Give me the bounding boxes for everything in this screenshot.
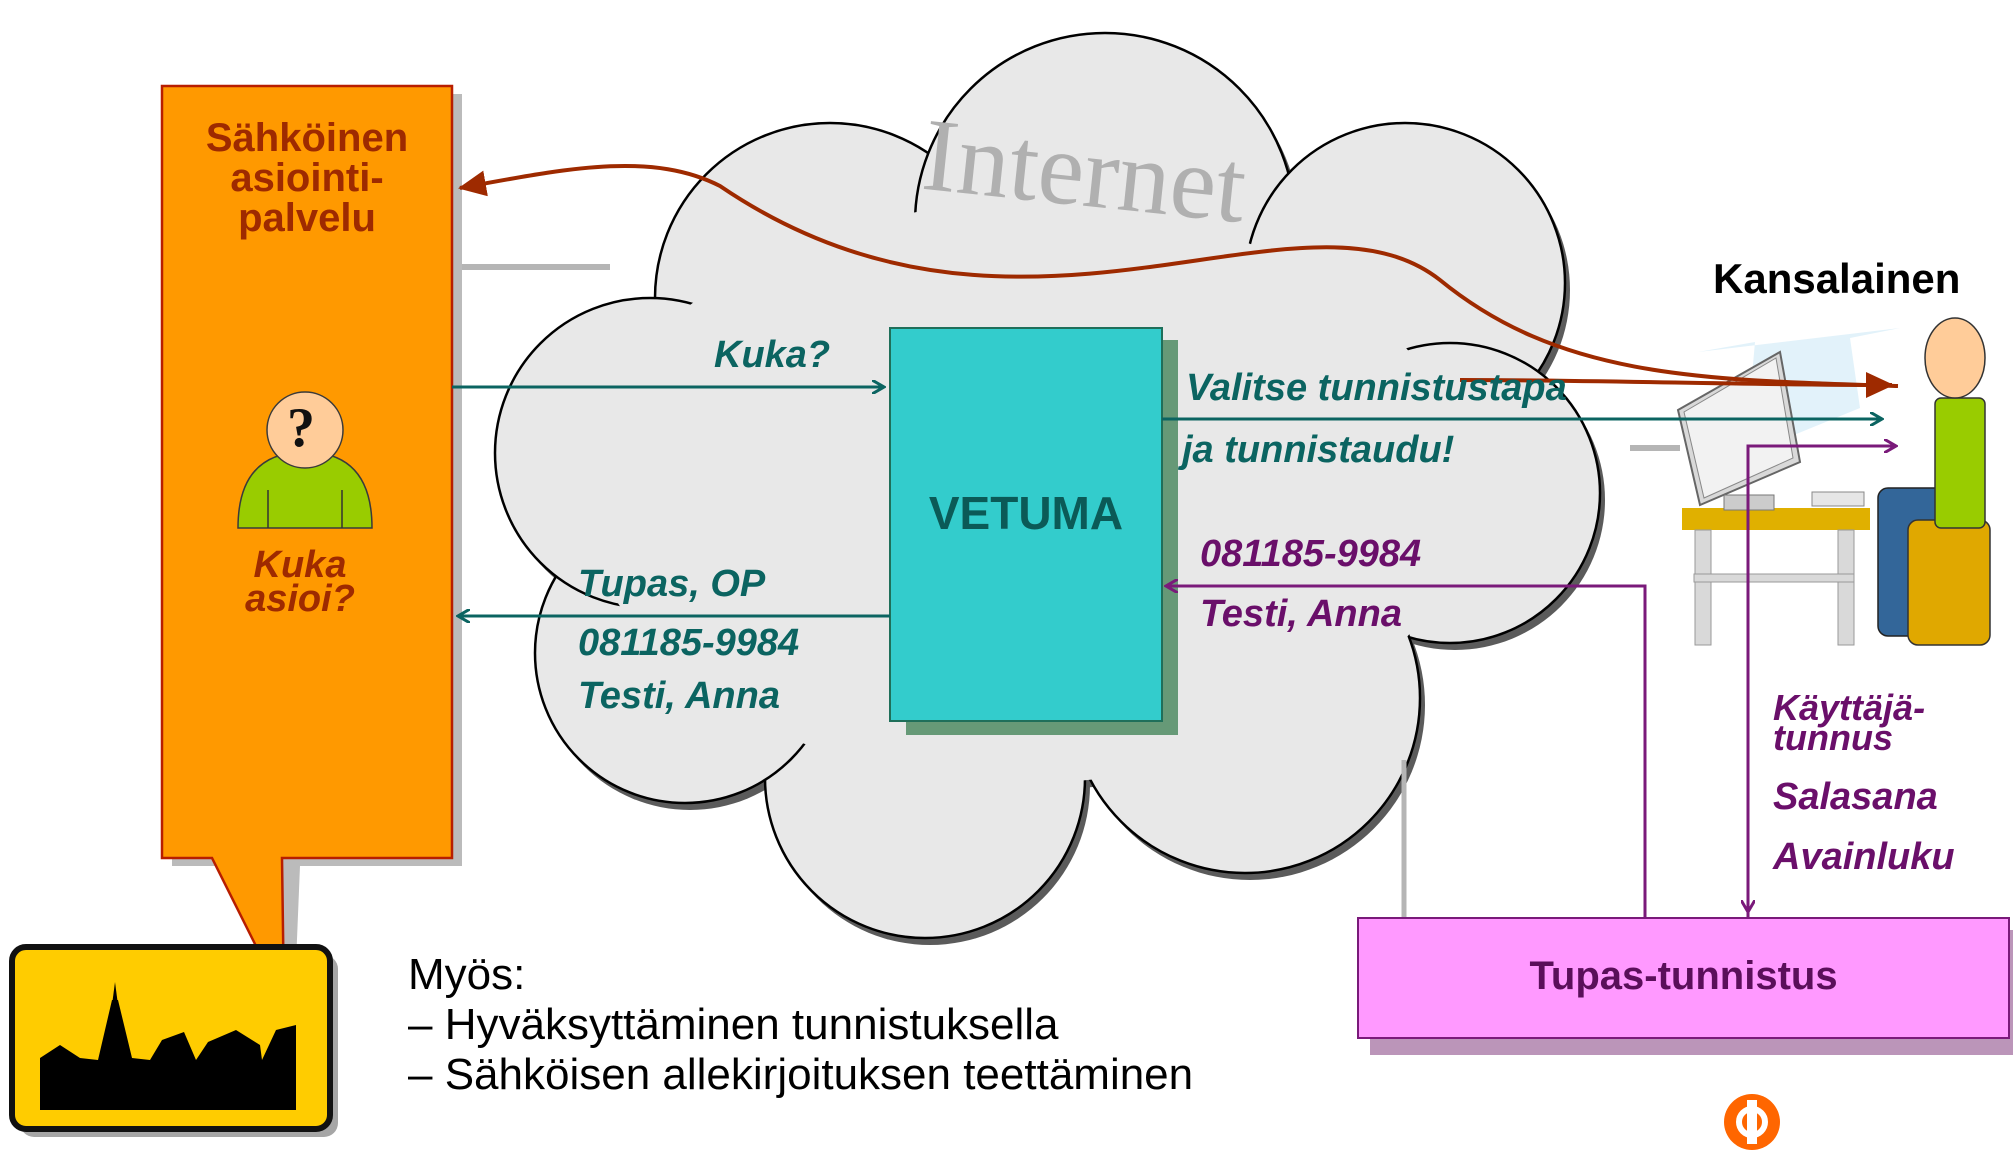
tupas-label: Tupas-tunnistus bbox=[1529, 954, 1838, 998]
msg-cred-line1b: tunnus bbox=[1773, 717, 1893, 758]
msg-cred-line1a: Käyttäjä- bbox=[1773, 687, 1926, 728]
msg-return-line2: 081185-9984 bbox=[578, 622, 800, 664]
msg-cred-line2: Salasana bbox=[1773, 776, 1938, 818]
msg-cred-line3: Avainluku bbox=[1773, 836, 1955, 878]
service-title: Sähköinen asiointi- palvelu bbox=[162, 118, 452, 238]
who-question: Kuka asioi? bbox=[200, 544, 400, 620]
citizen-person-icon bbox=[1877, 317, 1991, 646]
question-mark: ? bbox=[287, 397, 315, 459]
msg-return-line3: Testi, Anna bbox=[578, 675, 780, 717]
notes-heading: Myös: bbox=[408, 950, 526, 999]
msg-valitse-line2: ja tunnistaudu! bbox=[1182, 429, 1455, 471]
who-question-line2: asioi? bbox=[245, 578, 355, 620]
msg-return-line1: Tupas, OP bbox=[578, 563, 766, 605]
unknown-person-icon bbox=[237, 391, 373, 529]
notes: Myös: – Hyväksyttäminen tunnistuksella –… bbox=[408, 950, 1193, 1100]
notes-item-1: – Hyväksyttäminen tunnistuksella bbox=[408, 1000, 1059, 1049]
msg-tupas-ret-line2: Testi, Anna bbox=[1200, 593, 1402, 635]
computer-desk-icon bbox=[1676, 328, 1900, 646]
tupas-box bbox=[1357, 917, 2010, 1039]
service-title-line3: palvelu bbox=[238, 196, 376, 240]
vetuma-box bbox=[889, 327, 1163, 722]
who-question-line1: Kuka bbox=[253, 544, 347, 586]
msg-tupas-ret-line1: 081185-9984 bbox=[1200, 533, 1422, 575]
op-bank-logo bbox=[1724, 1094, 1780, 1150]
citizen-label: Kansalainen bbox=[1713, 255, 1961, 302]
service-box bbox=[160, 84, 454, 1003]
service-title-line1: Sähköinen bbox=[205, 116, 409, 160]
town-sign-icon bbox=[9, 944, 338, 1137]
msg-valitse-line1: Valitse tunnistustapa bbox=[1186, 367, 1567, 409]
service-title-line2: asiointi- bbox=[230, 156, 384, 200]
msg-kuka: Kuka? bbox=[714, 334, 831, 376]
notes-item-2: – Sähköisen allekirjoituksen teettäminen bbox=[408, 1050, 1194, 1099]
vetuma-label: VETUMA bbox=[928, 487, 1124, 539]
